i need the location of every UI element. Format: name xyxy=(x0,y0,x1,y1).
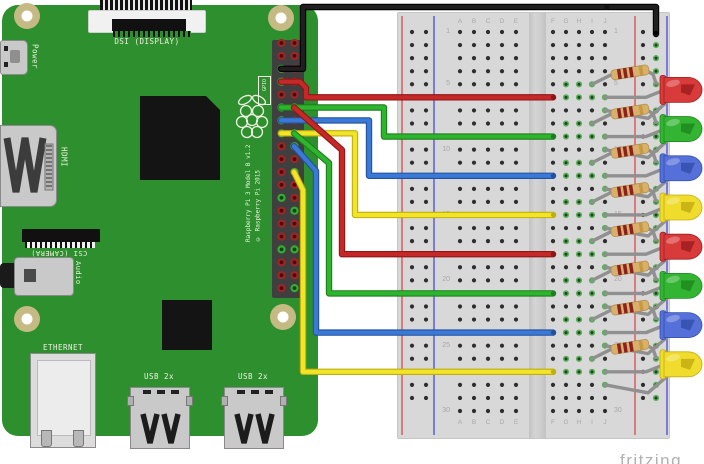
csi-pins-icon xyxy=(25,242,95,248)
usb-pins-icon xyxy=(140,390,181,444)
dsi-ribbon-icon xyxy=(100,0,192,12)
column-label: H xyxy=(576,419,582,426)
raspberry-logo-icon xyxy=(235,94,269,139)
column-label: J xyxy=(603,18,607,25)
right-positive-rail-line xyxy=(634,16,636,435)
power-socket-icon xyxy=(10,50,20,63)
power-pin-icon xyxy=(4,62,8,67)
column-label: E xyxy=(513,419,519,426)
breadboard xyxy=(397,12,670,439)
audio-jack xyxy=(14,257,74,296)
gpio-label: GPIO xyxy=(261,79,268,92)
csi-connector xyxy=(22,229,100,242)
dsi-label: DSI (DISPLAY) xyxy=(114,37,180,46)
column-label: D xyxy=(499,18,505,25)
left-negative-rail-line xyxy=(433,16,435,435)
fritzing-watermark: fritzing xyxy=(620,451,683,464)
row-number: 25 xyxy=(614,341,622,349)
row-number: 30 xyxy=(442,407,450,415)
column-label: A xyxy=(457,419,463,426)
gpio-label-box: GPIO xyxy=(258,76,271,105)
row-number: 1 xyxy=(614,28,618,35)
audio-jack-detail-icon xyxy=(24,269,36,282)
usb-tab-icon xyxy=(280,396,287,406)
ethernet-label: ETHERNET xyxy=(42,343,84,352)
usb-port-2 xyxy=(221,387,287,449)
column-label: D xyxy=(499,419,505,426)
column-label: G xyxy=(563,18,569,25)
row-number: 30 xyxy=(614,407,622,415)
column-label: C xyxy=(485,419,491,426)
hdmi-label: HDMI xyxy=(59,147,69,168)
column-label: A xyxy=(457,18,463,25)
ethernet-opening-icon xyxy=(37,360,91,436)
column-label: I xyxy=(591,419,593,426)
column-label: H xyxy=(576,18,582,25)
mount-hole xyxy=(14,306,40,332)
mount-hole xyxy=(268,5,294,31)
column-label: G xyxy=(563,419,569,426)
row-number: 20 xyxy=(614,276,622,284)
ethernet-leg-icon xyxy=(73,430,84,447)
column-label: F xyxy=(551,18,555,25)
breadboard-center-groove xyxy=(529,13,546,438)
row-number: 15 xyxy=(442,210,450,218)
usb-tab-icon xyxy=(186,396,193,406)
row-number: 20 xyxy=(442,276,450,284)
column-label: J xyxy=(603,419,607,426)
column-label: F xyxy=(551,419,555,426)
board-copyright-text: © Raspberry Pi 2015 xyxy=(254,169,262,242)
hdmi-connector xyxy=(0,125,57,207)
csi-label: CSI (CAMERA) xyxy=(30,249,88,257)
column-label: E xyxy=(513,18,519,25)
ethernet-leg-icon xyxy=(41,430,52,447)
board-model-text: Raspberry Pi 3 Model B v1.2 xyxy=(245,144,252,242)
row-number: 25 xyxy=(442,341,450,349)
row-number: 5 xyxy=(614,80,618,88)
usb-port-1 xyxy=(127,387,193,449)
mount-hole xyxy=(270,304,296,330)
usb-pins-icon xyxy=(234,390,275,444)
row-number: 1 xyxy=(446,28,450,35)
column-label: I xyxy=(591,18,593,25)
usb1-label: USB 2x xyxy=(143,372,175,381)
dsi-connector-bar xyxy=(112,19,186,31)
right-negative-rail-line xyxy=(666,16,668,435)
row-number: 5 xyxy=(446,80,450,88)
ethernet-port xyxy=(30,353,96,448)
hdmi-pins-icon xyxy=(3,137,54,193)
column-label: B xyxy=(471,419,477,426)
row-number: 15 xyxy=(614,210,622,218)
soc-chip xyxy=(140,96,220,180)
usb2-label: USB 2x xyxy=(237,372,269,381)
board-silkscreen-text: Raspberry Pi 3 Model B v1.2 © Raspberry … xyxy=(244,130,263,242)
column-label: C xyxy=(485,18,491,25)
power-pin-icon xyxy=(4,46,8,51)
usb-tab-icon xyxy=(221,396,228,406)
column-label: B xyxy=(471,18,477,25)
row-number: 10 xyxy=(614,145,622,153)
mount-hole xyxy=(14,3,40,29)
dsi-pins-icon xyxy=(113,31,191,37)
usb-hub-chip xyxy=(162,300,212,350)
gpio-header xyxy=(272,40,304,298)
audio-label: Audio xyxy=(74,261,82,285)
row-number: 10 xyxy=(442,145,450,153)
audio-jack-barrel-icon xyxy=(0,263,16,288)
left-positive-rail-line xyxy=(401,16,403,435)
power-label: Power xyxy=(30,44,40,70)
usb-tab-icon xyxy=(127,396,134,406)
